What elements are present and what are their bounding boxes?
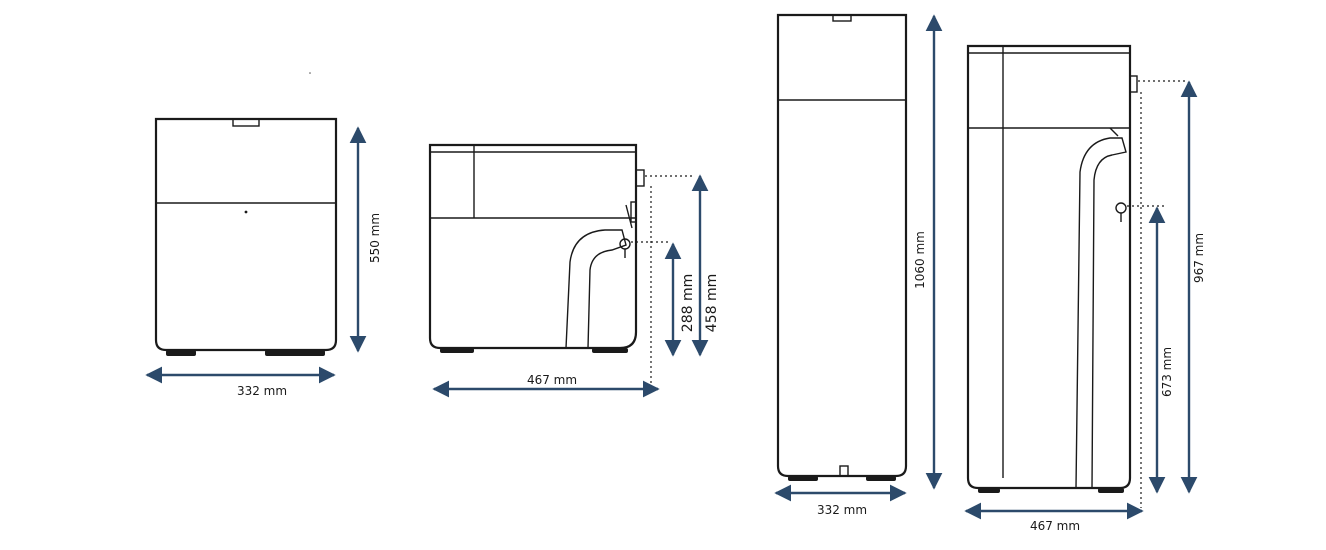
tall-front-width-label: 332 mm (817, 503, 867, 517)
small-front-width-dimension: 332 mm (145, 366, 336, 398)
tall-unit-front-view (776, 13, 908, 481)
tall-side-inlet-label: 967 mm (1192, 233, 1206, 283)
small-side-outlet-dimension: 288 mm (664, 242, 696, 357)
small-unit-side-view (428, 143, 645, 353)
tall-side-outlet-dimension: 673 mm (1148, 206, 1174, 494)
tall-side-inlet-dimension: 967 mm (1180, 80, 1206, 494)
tall-side-depth-label: 467 mm (1030, 519, 1080, 533)
small-front-height-label: 550 mm (368, 213, 382, 263)
tall-front-height-label: 1060 mm (913, 231, 927, 289)
small-side-outlet-label: 288 mm (680, 274, 696, 332)
small-side-depth-dimension: 467 mm (432, 373, 660, 398)
small-side-inlet-dimension: 458 mm (691, 174, 720, 357)
small-front-width-label: 332 mm (237, 384, 287, 398)
tall-front-width-dimension: 332 mm (774, 484, 907, 517)
tall-side-guides (1127, 80, 1187, 508)
small-unit-front-view (154, 72, 338, 356)
tall-side-outlet-label: 673 mm (1160, 347, 1174, 397)
tall-front-height-dimension: 1060 mm (913, 14, 943, 490)
tall-side-depth-dimension: 467 mm (964, 502, 1144, 533)
small-side-depth-label: 467 mm (527, 373, 577, 387)
small-side-inlet-label: 458 mm (704, 274, 720, 332)
small-side-guides (631, 175, 693, 388)
tall-unit-side-view (966, 44, 1138, 493)
small-front-height-dimension: 550 mm (349, 126, 382, 353)
